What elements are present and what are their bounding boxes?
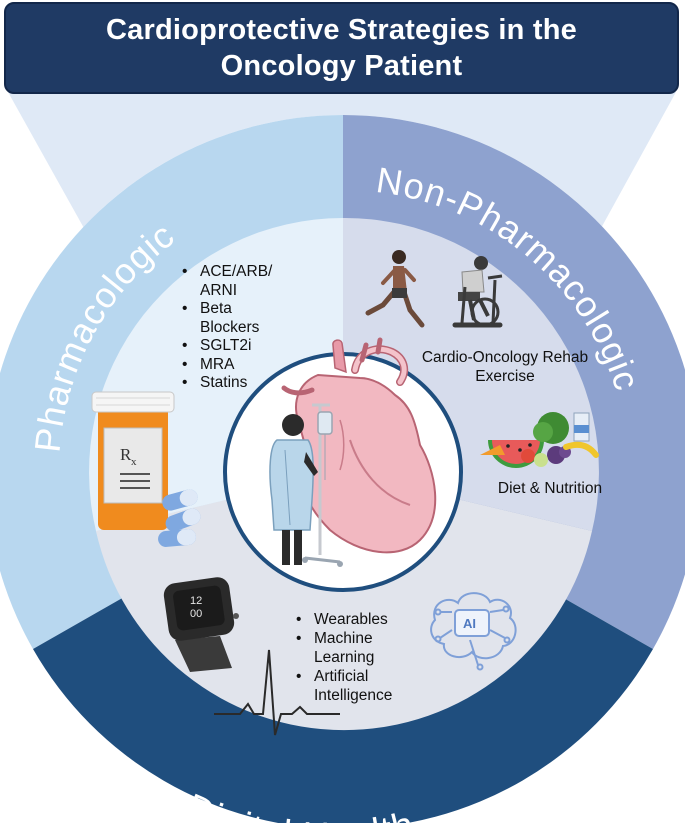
title-line-1: Cardioprotective Strategies in the <box>106 14 577 46</box>
title-banner: Cardioprotective Strategies in the Oncol… <box>4 2 679 94</box>
runner-icon <box>365 250 425 328</box>
list-item: MRA <box>180 356 320 375</box>
title-line-2: Oncology Patient <box>220 50 463 82</box>
list-item: SGLT2i <box>180 337 320 356</box>
exercise-caption-line-2: Exercise <box>475 368 535 385</box>
food-icon <box>480 412 599 468</box>
pill-bottle-icon: R x <box>91 391 175 530</box>
ecg-line-icon <box>214 649 340 736</box>
list-item: Statins <box>180 374 320 393</box>
iv-pole-icon <box>302 403 343 567</box>
prescription-symbol-sub: x <box>131 456 137 468</box>
patient-icon <box>269 414 318 565</box>
smartwatch-icon: 12 00 <box>163 577 239 672</box>
pills-icon <box>158 489 201 547</box>
list-item: ACE/ARB/ARNI <box>180 263 320 300</box>
diet-caption: Diet & Nutrition <box>497 480 603 497</box>
watch-minute: 00 <box>190 608 202 620</box>
exercise-caption-line-1: Cardio-Oncology Rehab <box>421 349 589 366</box>
exercise-caption: Cardio-Oncology Rehab Exercise <box>395 348 615 386</box>
exercise-bike-icon <box>452 256 503 328</box>
ai-chip-label: AI <box>463 616 476 631</box>
watch-hour: 12 <box>190 595 202 607</box>
prescription-symbol: R <box>120 445 132 464</box>
list-item: Wearables <box>294 610 444 629</box>
